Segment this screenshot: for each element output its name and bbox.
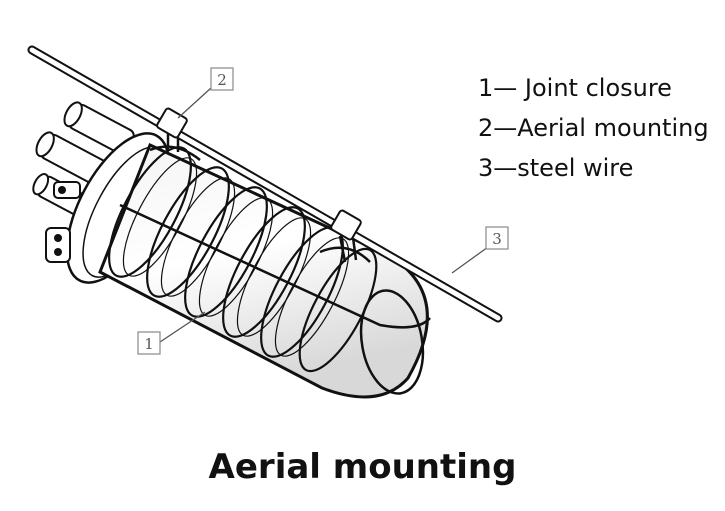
figure-caption: Aerial mounting	[208, 447, 517, 487]
steel-wire	[27, 45, 503, 323]
aerial-mounting-frame	[119, 126, 431, 329]
callout-1-label: 1	[144, 335, 154, 353]
legend-item-steel-wire: 3—steel wire	[478, 154, 634, 182]
callout-3-label: 3	[492, 230, 502, 248]
callout-2: 2	[210, 67, 234, 91]
parts-legend: 1— Joint closure 2—Aerial mounting 3—ste…	[478, 68, 709, 188]
callout-leaders	[159, 87, 489, 343]
callout-3: 3	[485, 226, 509, 250]
legend-item-joint-closure: 1— Joint closure	[478, 74, 672, 102]
callout-2-label: 2	[217, 71, 227, 89]
callout-1: 1	[137, 331, 161, 355]
legend-item-aerial-mounting: 2—Aerial mounting	[478, 114, 709, 142]
wire-hanger-clips	[156, 107, 362, 241]
joint-closure-body	[98, 142, 429, 399]
